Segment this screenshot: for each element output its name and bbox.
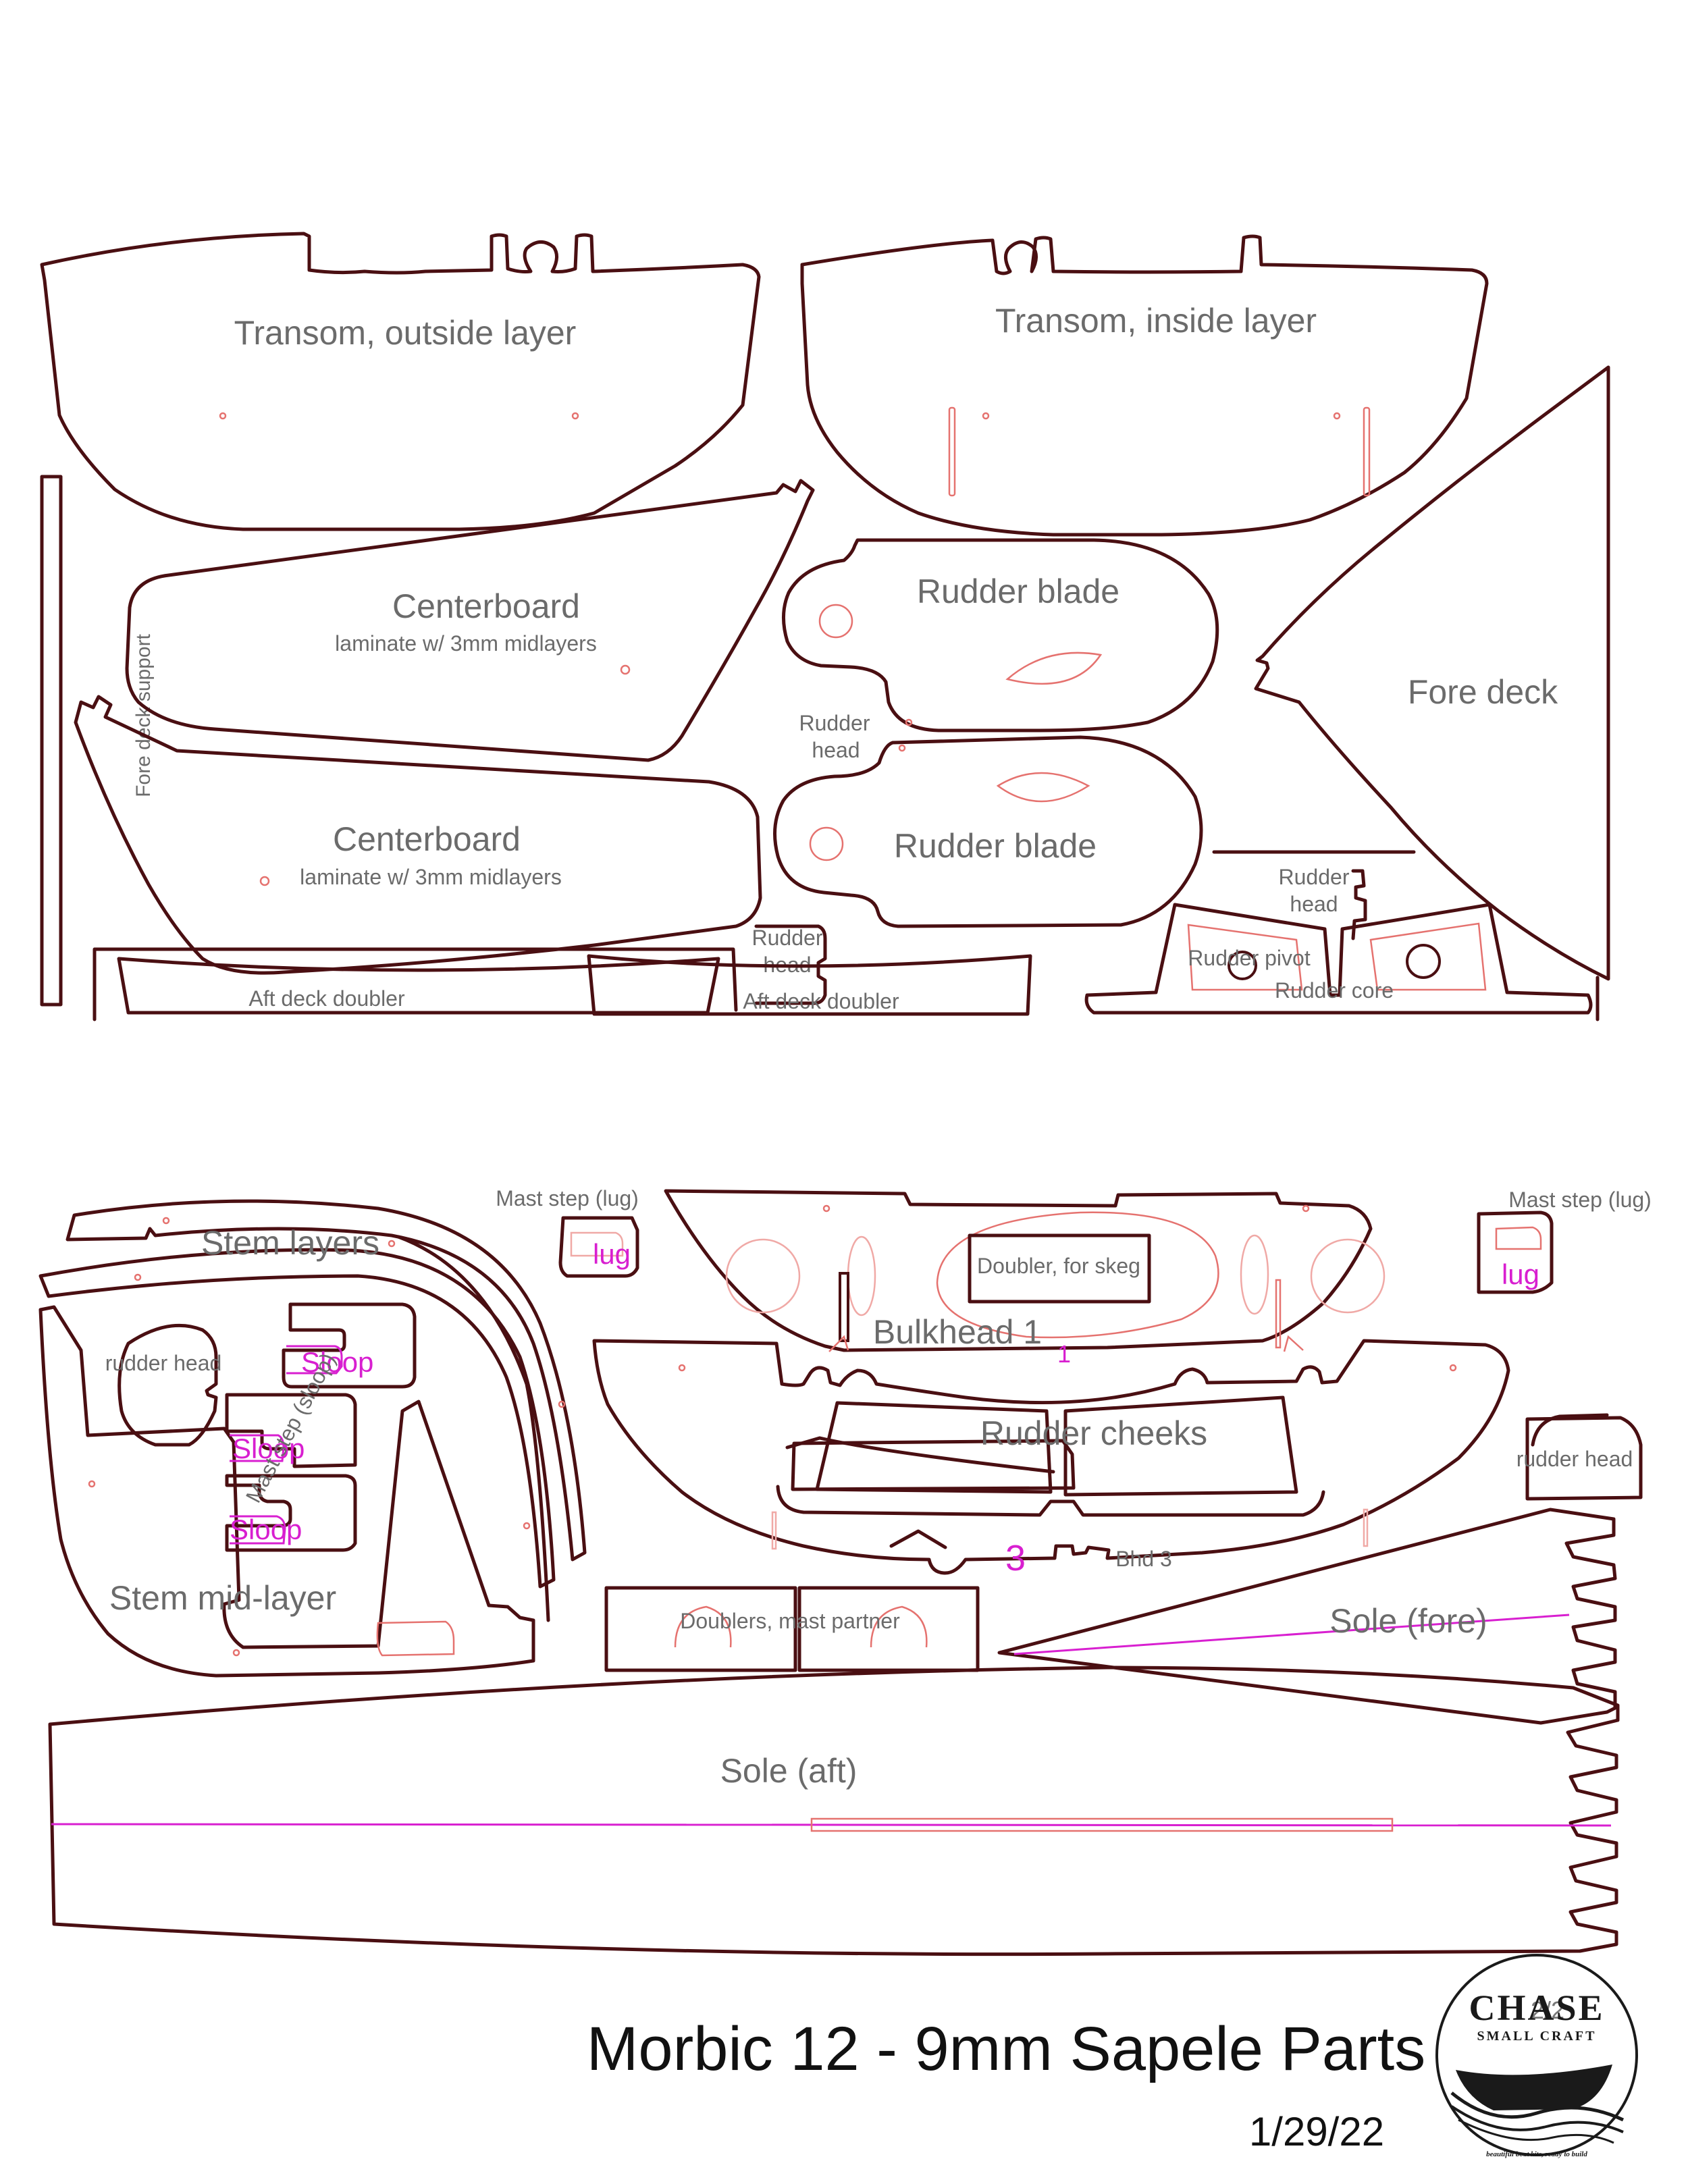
label-rudder-blade-1: Rudder blade	[917, 572, 1119, 610]
part-sole-fore: Sole (fore)	[997, 1508, 1617, 1725]
part-stem-mid-layer: Stem mid-layer	[38, 1305, 535, 1678]
label-sloop-3: Sloop	[230, 1514, 302, 1545]
part-centerboard-2: Centerboard laminate w/ 3mm midlayers	[74, 695, 762, 975]
logo-subtitle: SMALL CRAFT	[1477, 2029, 1597, 2044]
label-bulkhead-1-mark: 1	[1057, 1340, 1071, 1368]
chase-small-craft-logo: 2/2 CHASE SMALL CRAFT beautiful boat kit…	[1435, 1954, 1638, 2158]
label-centerboard-1-note: laminate w/ 3mm midlayers	[335, 631, 597, 656]
part-stem-layers: Stem layers	[38, 1199, 587, 1622]
label-fore-deck-support: Fore deck support	[132, 633, 155, 797]
label-rudder-head-lower-1: rudder head	[105, 1351, 222, 1375]
logo-ring	[1435, 1954, 1638, 2156]
label-lug-2: lug	[1502, 1258, 1539, 1290]
label-bhd3-mark: 3	[1005, 1538, 1026, 1578]
label-bhd3: Bhd 3	[1115, 1547, 1172, 1571]
label-rudder-head-lower-2: rudder head	[1516, 1447, 1633, 1471]
label-sloop-1: Sloop	[301, 1346, 373, 1378]
label-fore-deck: Fore deck	[1408, 673, 1558, 711]
label-aft-deck-doubler-2: Aft deck doubler	[743, 989, 899, 1013]
label-rudder-head-2-l2: head	[1290, 892, 1338, 916]
part-rudder-blade-2: Rudder blade	[773, 735, 1203, 928]
label-stem-layers: Stem layers	[201, 1224, 379, 1262]
boat-icon	[1450, 2065, 1625, 2144]
part-rudder-head-right: Rudder head	[1279, 865, 1367, 940]
label-sloop-2: Sloop	[232, 1433, 305, 1464]
part-mast-step-lug-left: Mast step (lug) lug	[496, 1186, 639, 1278]
label-mast-step-lug-1: Mast step (lug)	[496, 1186, 639, 1210]
label-bulkhead-1: Bulkhead 1	[873, 1313, 1042, 1351]
part-mast-step-sloop: Sloop Sloop Sloop Mast step (sloop)	[225, 1302, 417, 1552]
label-aft-deck-doubler-1: Aft deck doubler	[248, 986, 405, 1011]
label-centerboard-2: Centerboard	[333, 820, 521, 858]
part-mast-step-lug-right: Mast step (lug) lug	[1477, 1188, 1652, 1294]
label-mast-step-lug-2: Mast step (lug)	[1508, 1188, 1652, 1212]
part-transom-inside: Transom, inside layer	[800, 234, 1489, 537]
part-rudder-head-lower-right: rudder head	[1516, 1413, 1643, 1501]
label-centerboard-1: Centerboard	[392, 587, 580, 625]
label-rudder-blade-2: Rudder blade	[894, 827, 1097, 865]
part-aft-deck-doubler-1: Aft deck doubler	[93, 947, 738, 1021]
part-bulkhead-1: Doubler, for skeg Bulkhead 1 1	[664, 1189, 1386, 1368]
label-doublers-mast-partner: Doublers, mast partner	[680, 1609, 900, 1633]
label-rudder-head-1-l2: head	[812, 738, 860, 762]
part-rudder-core: Rudder pivot Rudder core	[1084, 903, 1593, 1015]
part-centerboard-1: Centerboard laminate w/ 3mm midlayers	[125, 479, 815, 762]
part-aft-deck-doubler-2: Aft deck doubler	[587, 954, 1032, 1016]
part-rudder-head-lower-left: rudder head	[105, 1323, 222, 1447]
logo-name: CHASE	[1469, 1988, 1604, 2028]
part-transom-outside: Transom, outside layer	[40, 232, 761, 531]
label-stem-mid-layer: Stem mid-layer	[109, 1579, 336, 1617]
sheet-number: 2/2	[1531, 1996, 1564, 2024]
part-fore-deck-support: Fore deck support	[40, 475, 155, 1007]
label-sole-aft: Sole (aft)	[720, 1752, 858, 1790]
part-sole-aft: Sole (aft)	[48, 1666, 1620, 1956]
label-transom-outside: Transom, outside layer	[234, 314, 577, 352]
label-transom-inside: Transom, inside layer	[995, 302, 1317, 340]
part-bulkhead-3: Rudder cheeks 3 Bhd 3	[592, 1339, 1510, 1578]
label-lug-1: lug	[593, 1238, 631, 1270]
label-rudder-head-2-l1: Rudder	[1279, 865, 1350, 889]
label-doubler-skeg: Doubler, for skeg	[977, 1254, 1140, 1278]
label-rudder-pivot: Rudder pivot	[1188, 946, 1311, 970]
part-rudder-blade-1: Rudder blade	[781, 538, 1219, 733]
logo-tagline: beautiful boat kits, ready to build	[1486, 2150, 1587, 2158]
label-sole-fore: Sole (fore)	[1329, 1602, 1487, 1640]
label-rudder-core: Rudder core	[1275, 978, 1394, 1003]
sheet-title: Morbic 12 - 9mm Sapele Parts	[587, 2015, 1425, 2083]
label-rudder-head-1-l1: Rudder	[799, 711, 870, 735]
label-centerboard-2-note: laminate w/ 3mm midlayers	[300, 865, 562, 889]
part-fore-deck: Fore deck	[1254, 365, 1610, 981]
part-doublers-mast-partner: Doublers, mast partner	[604, 1586, 980, 1672]
label-rudder-head-3-l1: Rudder	[752, 926, 823, 950]
sheet-date: 1/29/22	[1249, 2109, 1384, 2154]
label-rudder-cheeks: Rudder cheeks	[980, 1414, 1207, 1452]
